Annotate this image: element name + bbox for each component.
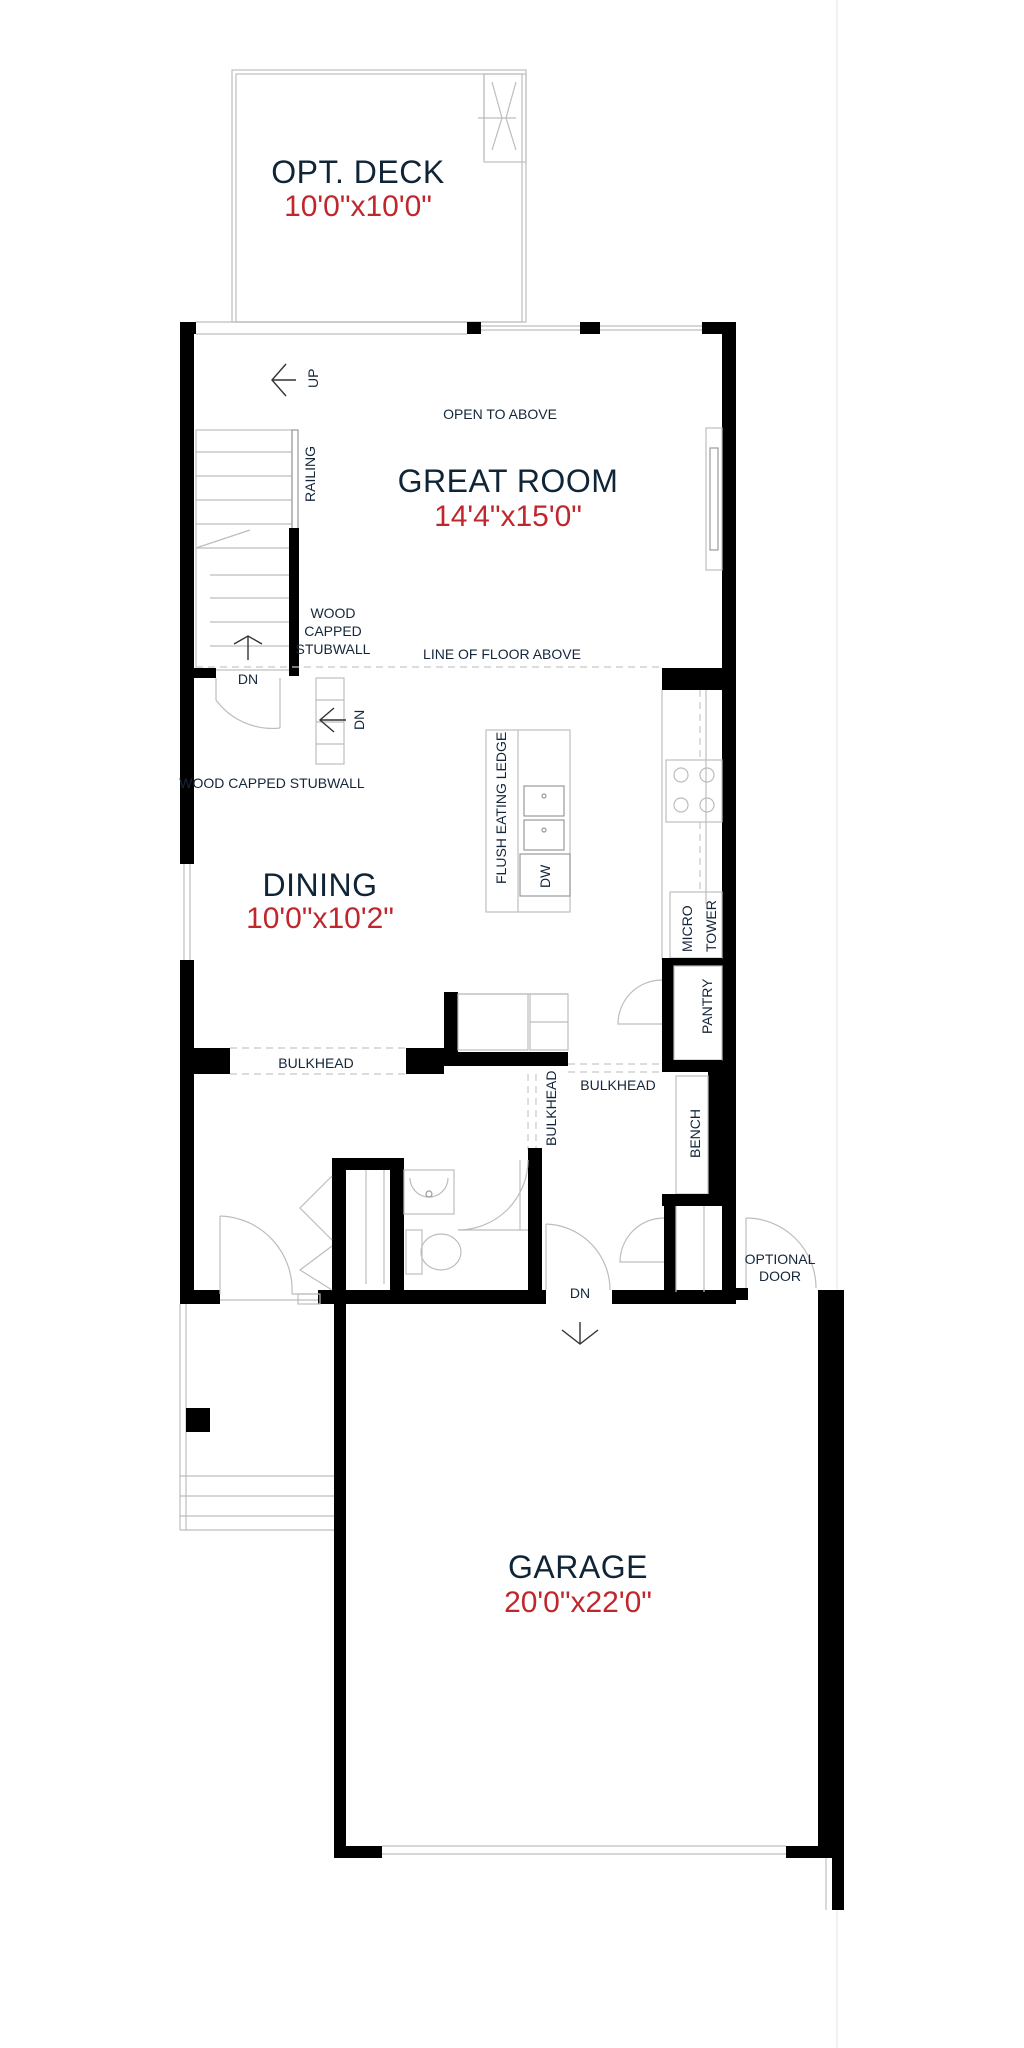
kitchen [485, 668, 723, 966]
front-door [219, 1215, 318, 1295]
pantry-label: PANTRY [699, 978, 715, 1034]
micro-label: MICRO [679, 905, 695, 952]
front-porch [179, 1293, 334, 1531]
garage-dn-label: DN [570, 1285, 590, 1301]
stair-dn-label: DN [238, 671, 258, 687]
line-of-floor-above-label: LINE OF FLOOR ABOVE [423, 646, 581, 662]
deck-dims: 10'0"x10'0" [284, 190, 432, 223]
wood-capped-line1: WOOD [310, 605, 355, 621]
garage-name: GARAGE [508, 1549, 648, 1585]
entry-closet [298, 1160, 385, 1296]
eating-ledge-label: FLUSH EATING LEDGE [493, 732, 509, 884]
bulkhead-right-label: BULKHEAD [580, 1077, 655, 1093]
powder-room [332, 1148, 542, 1296]
great-room-name: GREAT ROOM [398, 463, 619, 499]
pantry [617, 958, 723, 1072]
optional-label: OPTIONAL [745, 1251, 816, 1267]
landing-dn-label: DN [351, 710, 367, 730]
fridge-counter [444, 992, 569, 1066]
bulkhead-vertical-label: BULKHEAD [543, 1071, 559, 1146]
deck-name: OPT. DECK [271, 154, 444, 190]
garage-walls [334, 1290, 844, 1910]
wood-capped-line2: CAPPED [304, 623, 362, 639]
bulkhead-left-label: BULKHEAD [278, 1055, 353, 1071]
mudroom [619, 1072, 722, 1296]
door-label: DOOR [759, 1268, 801, 1284]
fireplace-icon [705, 427, 723, 571]
bench-label: BENCH [687, 1109, 703, 1158]
open-to-above-label: OPEN TO ABOVE [443, 406, 557, 422]
dw-label: DW [537, 864, 553, 888]
wood-capped-line3: STUBWALL [296, 641, 371, 657]
garage-dims: 20'0"x22'0" [504, 1586, 652, 1619]
bulkhead-row [194, 1047, 662, 1150]
tower-label: TOWER [703, 900, 719, 952]
garage-dn-arrow-icon [561, 1322, 599, 1345]
staircase [194, 363, 346, 765]
garage-entry-door [545, 1223, 611, 1291]
railing-label: RAILING [302, 446, 318, 502]
house-walls [180, 321, 736, 1304]
optional-door [736, 1217, 817, 1300]
stubwall-label: WOOD CAPPED STUBWALL [179, 775, 365, 791]
dining-dims: 10'0"x10'2" [246, 902, 394, 935]
up-label: UP [305, 369, 321, 388]
dining-name: DINING [263, 867, 378, 903]
great-room-dims: 14'4"x15'0" [434, 500, 582, 533]
